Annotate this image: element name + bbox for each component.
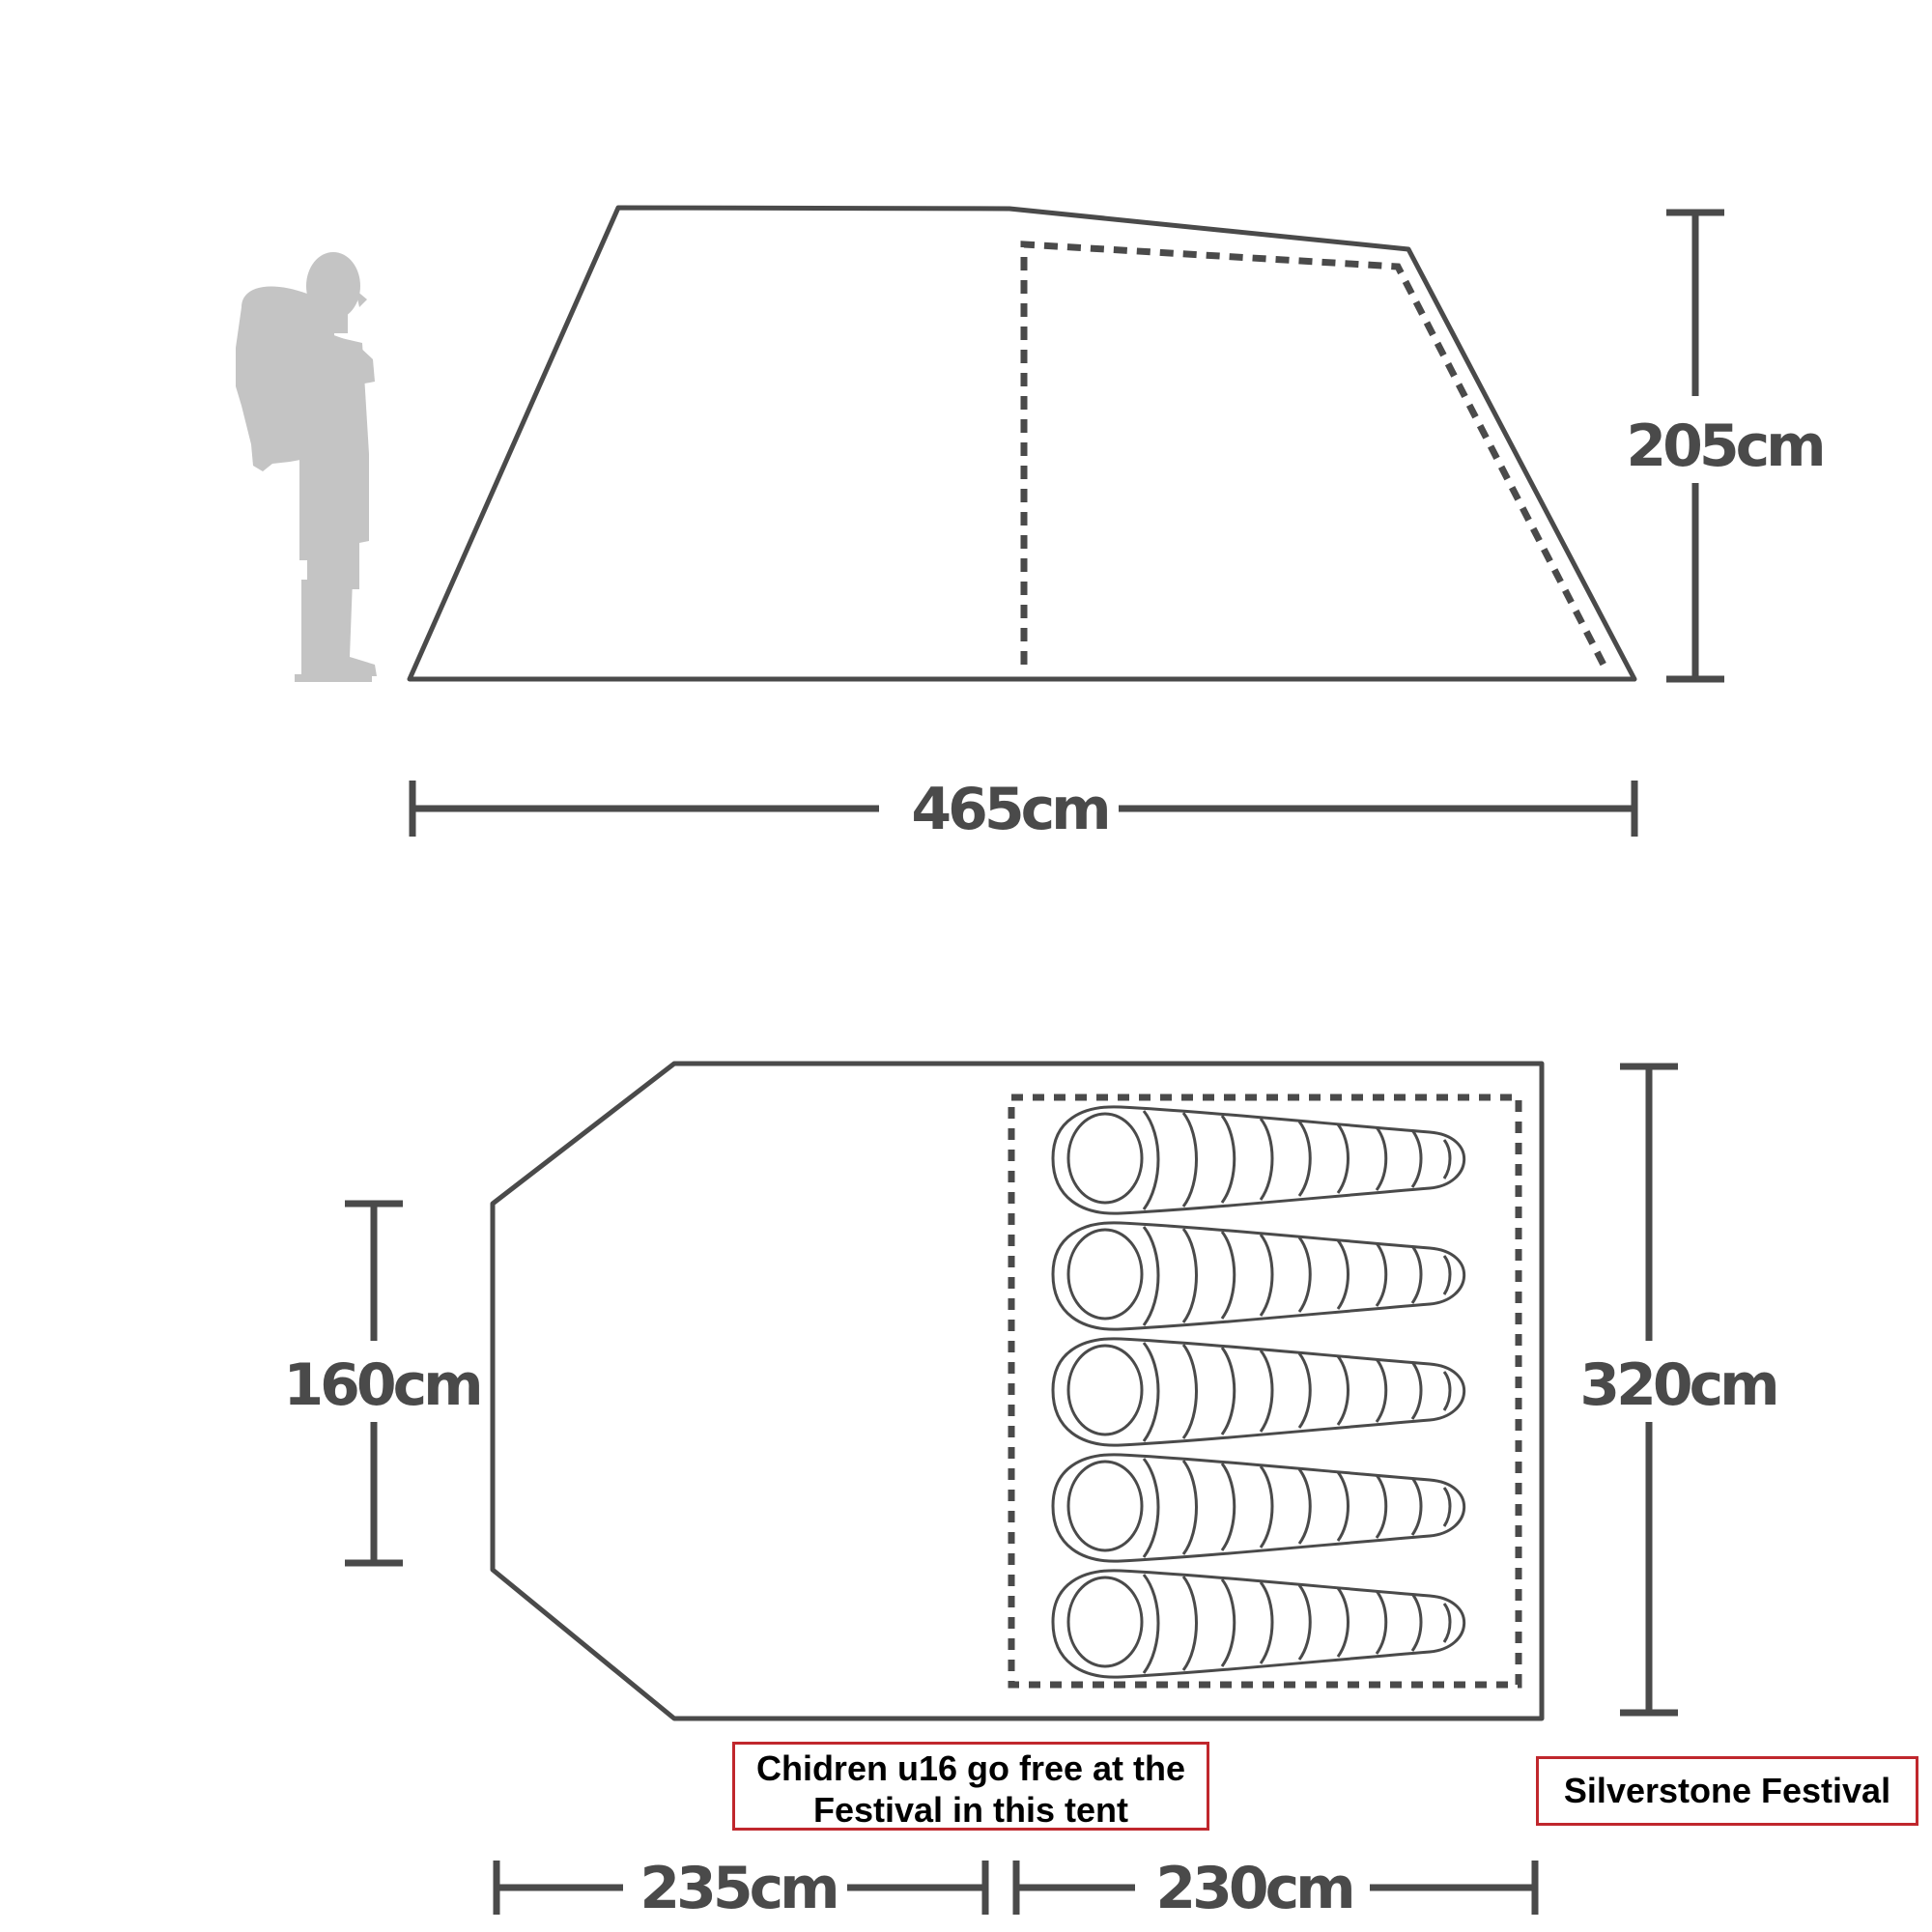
festival-note-text: Silverstone Festival bbox=[1563, 1771, 1891, 1810]
side-view: 205cm 465cm bbox=[236, 205, 1827, 843]
side-outline bbox=[407, 205, 1637, 682]
floor-outline bbox=[490, 1061, 1545, 1721]
height-label: 205cm bbox=[1626, 412, 1822, 480]
sleeping-bag-icon bbox=[1051, 1221, 1466, 1331]
sleeping-bag-icon bbox=[1051, 1337, 1466, 1447]
sleeping-bag-icon bbox=[1051, 1453, 1466, 1563]
front-width-label: 160cm bbox=[283, 1351, 479, 1419]
festival-note: Silverstone Festival bbox=[1536, 1756, 1918, 1826]
height-dimension bbox=[1666, 209, 1724, 683]
total-width-label: 320cm bbox=[1579, 1351, 1776, 1419]
total-width-dimension bbox=[1620, 1063, 1678, 1717]
porch-length-dimension bbox=[493, 1861, 989, 1915]
hiker-silhouette-icon bbox=[236, 252, 377, 682]
length-dimension bbox=[409, 781, 1638, 837]
floor-plan: 160cm 320cm 235cm 230cm bbox=[283, 1061, 1780, 1922]
sleeping-bag-icon bbox=[1051, 1105, 1466, 1215]
side-inner-tent bbox=[1020, 241, 1609, 670]
front-width-dimension bbox=[345, 1200, 403, 1567]
length-label: 465cm bbox=[911, 776, 1107, 843]
porch-length-label: 235cm bbox=[639, 1855, 836, 1922]
floor-inner-tent bbox=[1008, 1094, 1522, 1689]
children-note-line1: Chidren u16 go free at the bbox=[755, 1748, 1186, 1788]
bedroom-length-dimension bbox=[1012, 1861, 1539, 1915]
children-note-line2: Festival in this tent bbox=[812, 1790, 1129, 1830]
sleeping-bag-icon bbox=[1051, 1569, 1466, 1679]
children-free-note: Chidren u16 go free at the Festival in t… bbox=[732, 1742, 1209, 1831]
bedroom-length-label: 230cm bbox=[1155, 1855, 1351, 1922]
